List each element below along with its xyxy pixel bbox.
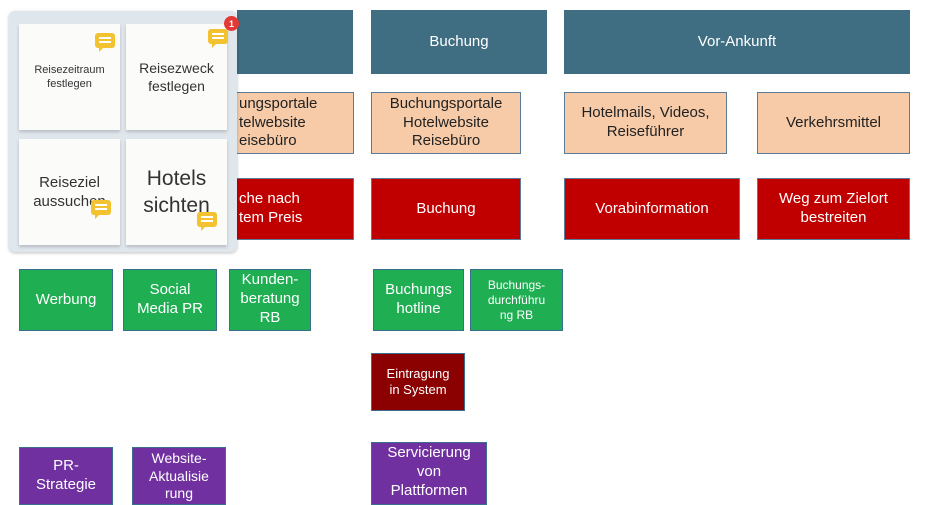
frontstage-werbung: Werbung [19,269,113,331]
frontstage-buchungshotline: Buchungs hotline [373,269,464,331]
frontstage-text: Buchungs hotline [385,281,452,317]
action-weg-zum-zielort: Weg zum Zielort bestreiten [757,178,910,240]
sticky-note-reiseziel[interactable]: Reiseziel aussuchen [19,139,120,245]
sticky-note-text: Reisezeitraum festlegen [34,63,105,90]
frontstage-buchungsdurchfuehrung: Buchungs- durchführu ng RB [470,269,563,331]
frontstage-text: Kunden- beratung RB [240,271,300,326]
touchpoint-buchungsportale-partial: ungsportale telwebsite eisebüro [234,92,354,154]
action-suche-partial: che nach tem Preis [234,178,354,240]
touchpoint-buchungsportale: Buchungsportale Hotelwebsite Reisebüro [371,92,521,154]
touchpoint-text: Buchungsportale Hotelwebsite Reisebüro [389,94,503,150]
frontstage-text: Buchungs- durchführu ng RB [487,277,546,322]
sticky-note-hotels[interactable]: Hotels sichten [126,139,227,245]
backstage-servicierung: Servicierung von Plattformen [371,442,487,505]
touchpoint-text: Verkehrsmittel [785,113,882,131]
backstage-website-aktualisierung: Website- Aktualisie rung [132,447,226,505]
backstage-text: Website- Aktualisie rung [149,450,209,501]
comment-icon[interactable] [91,200,111,219]
action-text: che nach tem Preis [239,190,303,226]
header-buchung: Buchung [371,10,547,74]
frontstage-kundenberatung: Kunden- beratung RB [229,269,311,331]
action-vorabinformation: Vorabinformation [564,178,740,240]
frontstage-social-media-pr: Social Media PR [123,269,217,331]
touchpoint-verkehrsmittel: Verkehrsmittel [757,92,910,154]
sticky-note-text: Hotels sichten [143,166,210,217]
header-vor-ankunft: Vor-Ankunft [564,10,910,74]
action-buchung: Buchung [371,178,521,240]
touchpoint-text: ungsportale telwebsite eisebüro [239,94,318,150]
backstage-text: Servicierung von Plattformen [387,444,471,499]
comment-icon[interactable] [197,212,217,231]
backstage-pr-strategie: PR- Strategie [19,447,113,505]
frontstage-text: Werbung [35,290,97,308]
frontstage-text: Social Media PR [137,281,203,317]
notification-badge: 1 [224,16,239,31]
touchpoint-hotelmails: Hotelmails, Videos, Reiseführer [564,92,727,154]
action-text: Weg zum Zielort bestreiten [779,190,888,226]
header-partial [237,10,353,74]
sticky-note-text: Reiseziel aussuchen [33,173,106,211]
action-text: Vorabinformation [595,199,709,217]
backstage-text: PR- Strategie [35,457,97,493]
comment-icon[interactable] [95,33,115,52]
touchpoint-text: Hotelmails, Videos, Reiseführer [581,104,710,140]
sticky-notes-board: Reisezeitraum festlegen Reisezweck festl… [9,11,239,252]
action-text: Buchung [416,199,476,217]
system-text: Eintragung in System [386,365,450,397]
sticky-note-text: Reisezweck festlegen [139,59,214,94]
system-eintragung: Eintragung in System [371,353,465,411]
comment-icon[interactable] [208,29,228,48]
